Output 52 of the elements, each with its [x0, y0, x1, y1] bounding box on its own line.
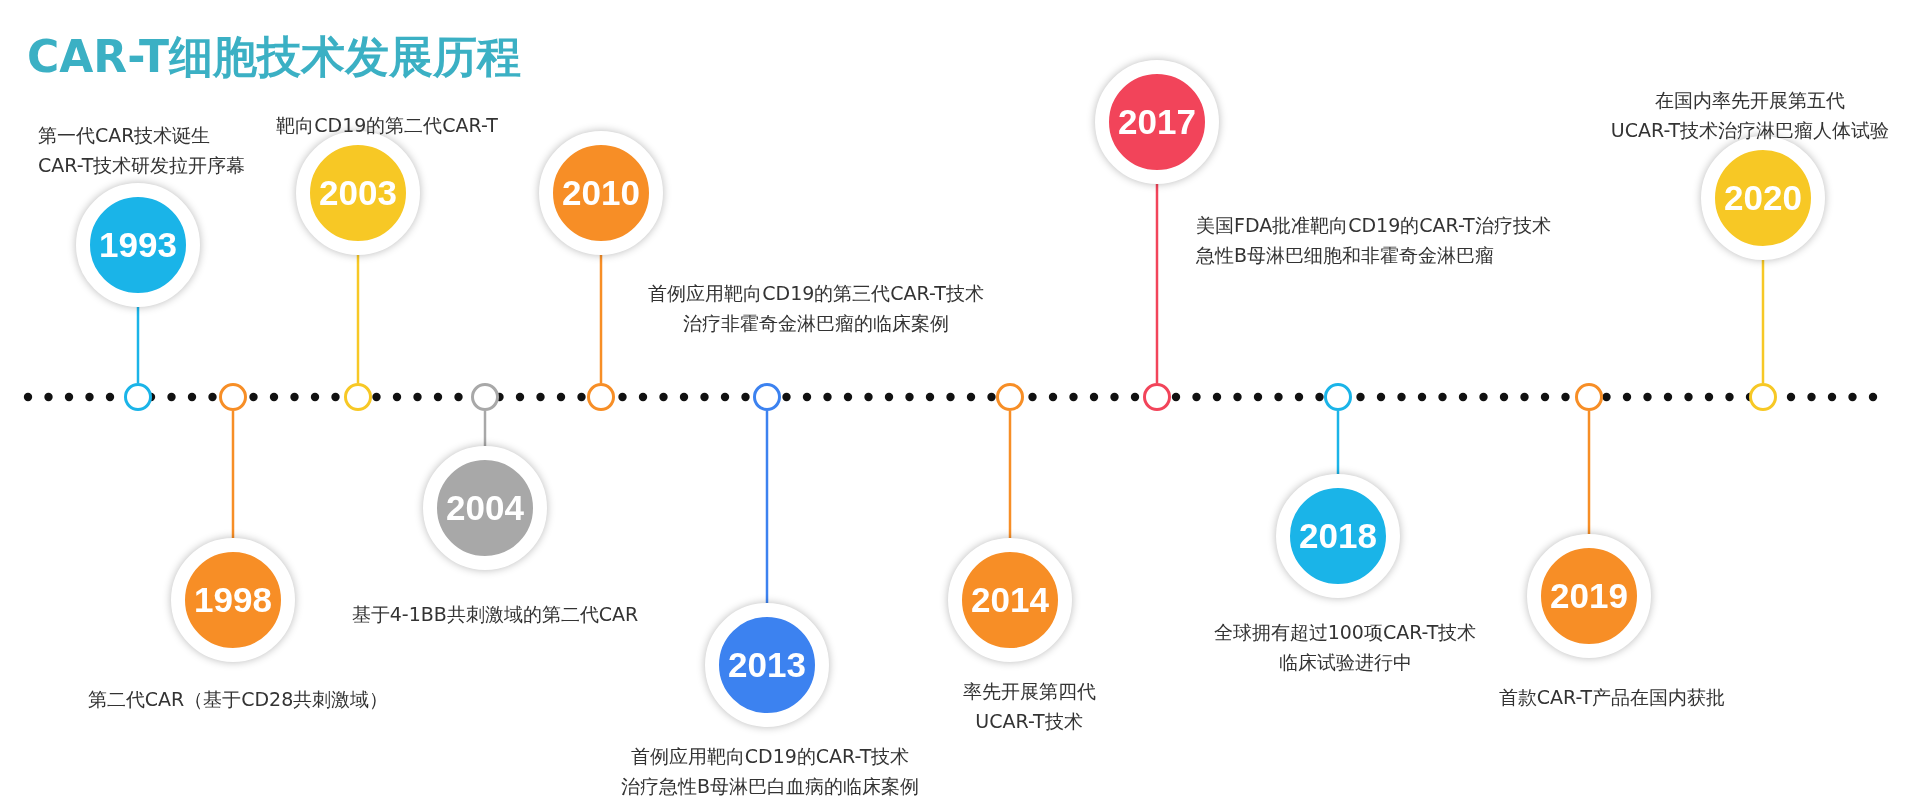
timeline-marker — [1749, 383, 1777, 411]
event-description: 第一代CAR技术诞生 — [38, 123, 211, 148]
year-label: 2014 — [971, 580, 1049, 620]
connector-line — [1761, 260, 1765, 383]
year-label: 2004 — [446, 488, 524, 528]
timeline-marker — [1575, 383, 1603, 411]
timeline-marker — [1324, 383, 1352, 411]
timeline-marker — [753, 383, 781, 411]
timeline-marker — [219, 383, 247, 411]
event-description: UCAR-T技术 — [975, 709, 1083, 734]
connector-line — [136, 307, 140, 383]
title: CAR-T细胞技术发展历程 — [27, 30, 522, 84]
connector-line — [231, 411, 235, 538]
event-description: CAR-T技术研发拉开序幕 — [38, 153, 246, 178]
year-label: 1998 — [194, 580, 272, 620]
timeline-marker — [1143, 383, 1171, 411]
timeline-marker — [471, 383, 499, 411]
event-description: 在国内率先开展第五代 — [1655, 88, 1845, 113]
timeline-marker — [124, 383, 152, 411]
event-description: 首款CAR-T产品在国内获批 — [1498, 685, 1726, 710]
event-description: 美国FDA批准靶向CD19的CAR-T治疗技术 — [1196, 213, 1551, 238]
connector-line — [1155, 184, 1159, 383]
year-label: 2020 — [1724, 178, 1802, 218]
year-label: 2017 — [1118, 102, 1196, 142]
event-description: 靶向CD19的第二代CAR-T — [276, 113, 498, 138]
timeline-marker — [344, 383, 372, 411]
event-description: 治疗急性B母淋巴白血病的临床案例 — [621, 774, 919, 799]
event-description: 急性B母淋巴细胞和非霍奇金淋巴瘤 — [1196, 243, 1495, 268]
event-description: 治疗非霍奇金淋巴瘤的临床案例 — [683, 311, 949, 336]
year-label: 2010 — [562, 173, 640, 213]
year-label: 2019 — [1550, 576, 1628, 616]
event-description: 率先开展第四代 — [962, 679, 1096, 704]
timeline-marker — [587, 383, 615, 411]
timeline-marker — [996, 383, 1024, 411]
event-description: 基于4-1BB共刺激域的第二代CAR — [351, 602, 639, 627]
connector-line — [483, 411, 487, 446]
connector-line — [765, 411, 769, 603]
event-description: 首例应用靶向CD19的CAR-T技术 — [630, 744, 910, 769]
event-description: UCAR-T技术治疗淋巴瘤人体试验 — [1610, 118, 1890, 143]
connector-line — [1336, 411, 1340, 474]
connector-line — [356, 255, 360, 383]
year-label: 2013 — [728, 645, 806, 685]
event-description: 第二代CAR（基于CD28共刺激域） — [87, 687, 389, 712]
event-description: 首例应用靶向CD19的第三代CAR-T技术 — [648, 281, 984, 306]
event-description: 临床试验进行中 — [1278, 650, 1412, 675]
connector-line — [1587, 411, 1591, 534]
year-label: 2003 — [319, 173, 397, 213]
year-label: 2018 — [1299, 516, 1377, 556]
year-label: 1993 — [99, 225, 177, 265]
connector-line — [599, 255, 603, 383]
event-description: 全球拥有超过100项CAR-T技术 — [1213, 620, 1477, 645]
connector-line — [1008, 411, 1012, 538]
